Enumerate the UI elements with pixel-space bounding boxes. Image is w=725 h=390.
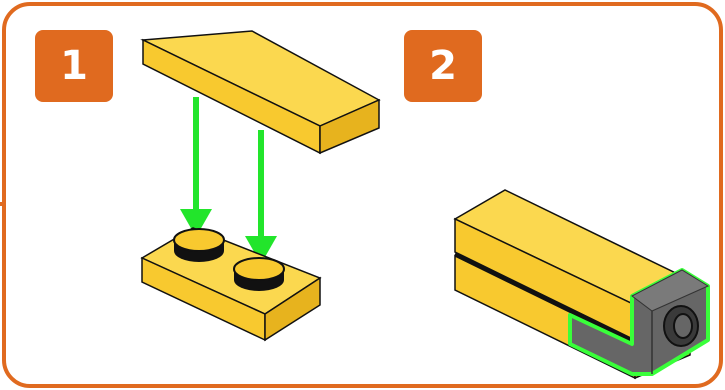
stud — [233, 257, 285, 291]
step-number: 1 — [60, 43, 88, 89]
step-number: 2 — [429, 43, 457, 89]
down-arrow-icon — [180, 97, 212, 237]
plate-1x2 — [140, 227, 322, 342]
down-arrow-icon — [245, 130, 277, 264]
step-number-badge: 1 — [35, 30, 113, 102]
step-number-badge: 2 — [404, 30, 482, 102]
stud — [173, 228, 225, 262]
flat-tile-1x4 — [140, 30, 381, 155]
grey-bracket-piece — [568, 268, 710, 376]
